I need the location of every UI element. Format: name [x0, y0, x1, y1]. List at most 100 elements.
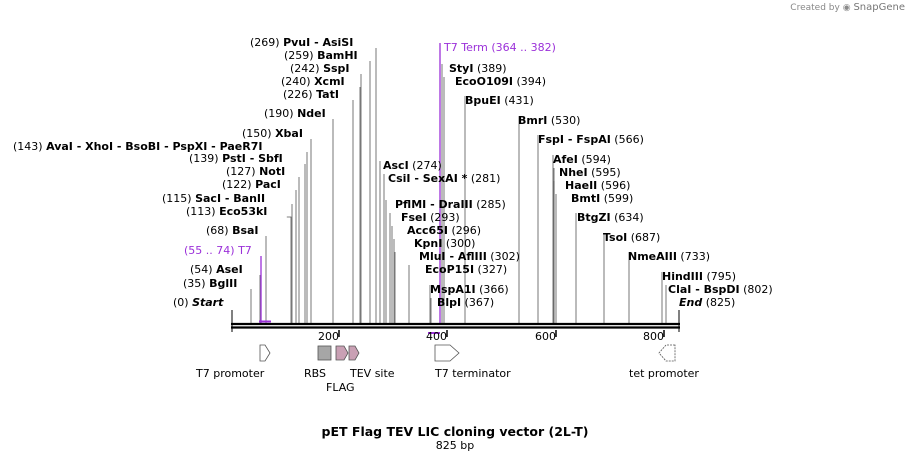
site-label-avai[interactable]: (143) AvaI - XhoI - BsoBI - PspXI - PaeR… [13, 140, 262, 153]
site-position-ecop15i: (327) [474, 263, 507, 276]
site-position-ndei: (190) [264, 107, 297, 120]
site-name-saci: SacI [195, 192, 221, 205]
site-label-hindiii[interactable]: HindIII (795) [662, 270, 736, 283]
ruler-label-200: 200 [318, 330, 339, 343]
site-position-xcmi: (240) [281, 75, 314, 88]
site-label-haeii[interactable]: HaeII (596) [565, 179, 630, 192]
credit-brand: SnapGene [853, 2, 905, 13]
site-label-csii[interactable]: CsiI - SexAI * (281) [388, 172, 500, 185]
site-label-blpi[interactable]: BlpI (367) [437, 296, 494, 309]
rbs-feature[interactable]: RBS [304, 345, 332, 380]
site-name-bsai: BsaI [232, 224, 258, 237]
site-isoschizomers-mlui: - AflIII [446, 250, 487, 263]
site-label-asei[interactable]: (54) AseI [190, 263, 243, 276]
tev-site-arrow-icon [348, 345, 360, 361]
site-label-styi[interactable]: StyI (389) [449, 62, 507, 75]
site-label-t7term[interactable]: T7 Term (364 .. 382) [443, 41, 556, 54]
site-position-ecoo109i: (394) [513, 75, 546, 88]
t7-promoter-feature[interactable]: T7 promoter [195, 344, 271, 380]
site-position-noti: (127) [226, 165, 259, 178]
site-label-kpni[interactable]: KpnI (300) [414, 237, 475, 250]
site-position-mspa1i: (366) [476, 283, 509, 296]
site-position-avai: (143) [13, 140, 46, 153]
t7-terminator-label: T7 terminator [434, 367, 511, 380]
site-label-noti[interactable]: (127) NotI [226, 165, 285, 178]
site-label-eco53ki[interactable]: (113) Eco53kI [186, 205, 267, 218]
site-name-xcmi: XcmI [314, 75, 345, 88]
site-label-paci[interactable]: (122) PacI [222, 178, 281, 191]
site-label-pvui[interactable]: (269) PvuI - AsiSI [250, 36, 353, 49]
site-name-t7term: T7 Term [443, 41, 488, 54]
site-label-xbai[interactable]: (150) XbaI [242, 127, 303, 140]
site-label-fsei[interactable]: FseI (293) [401, 211, 460, 224]
site-label-ecop15i[interactable]: EcoP15I (327) [425, 263, 507, 276]
site-label-bmti[interactable]: BmtI (599) [571, 192, 633, 205]
site-position-hindiii: (795) [703, 270, 736, 283]
site-position-pvui: (269) [250, 36, 283, 49]
snapgene-credit: Created by ◉ SnapGene [790, 2, 905, 13]
tet-promoter-feature[interactable]: tet promoter [629, 344, 699, 380]
site-name-asci: AscI [383, 159, 409, 172]
ruler: 200 400 600 800 [318, 330, 665, 343]
site-name-mspa1i: MspA1I [430, 283, 476, 296]
site-position-acc65i: (296) [448, 224, 481, 237]
site-label-start[interactable]: (0) Start [173, 296, 224, 309]
site-name-clai: ClaI [668, 283, 691, 296]
site-label-psti[interactable]: (139) PstI - SbfI [189, 152, 283, 165]
site-name-tsoi: TsoI [603, 231, 627, 244]
flag-label: FLAG [326, 381, 355, 394]
site-name-btgzi: BtgZI [577, 211, 611, 224]
site-label-nmeaiii[interactable]: NmeAIII (733) [628, 250, 710, 263]
flag-feature[interactable]: FLAG [326, 345, 355, 394]
credit-prefix: Created by [790, 3, 840, 13]
site-label-mlui[interactable]: MluI - AflIII (302) [419, 250, 520, 263]
restriction-site-labels: (0) Start (35) BglII(54) AseI (55 .. 74) T… [13, 36, 773, 309]
site-label-tati[interactable]: (226) TatI [283, 88, 339, 101]
site-label-afei[interactable]: AfeI (594) [553, 153, 611, 166]
t7-terminator-feature[interactable]: T7 terminator [434, 344, 511, 380]
site-label-bglii[interactable]: (35) BglII [183, 277, 237, 290]
site-name-haeii: HaeII [565, 179, 597, 192]
site-label-saci[interactable]: (115) SacI - BanII [162, 192, 265, 205]
site-name-afei: AfeI [553, 153, 578, 166]
site-label-pflmi[interactable]: PflMI - DraIII (285) [395, 198, 506, 211]
tev-site-feature[interactable]: TEV site [348, 345, 395, 380]
site-name-ndei: NdeI [297, 107, 326, 120]
site-name-pvui: PvuI [283, 36, 310, 49]
site-name-noti: NotI [259, 165, 285, 178]
site-label-ndei[interactable]: (190) NdeI [264, 107, 326, 120]
site-label-end[interactable]: End (825) [679, 296, 735, 309]
site-position-fsei: (293) [427, 211, 460, 224]
site-label-xcmi[interactable]: (240) XcmI [281, 75, 345, 88]
ruler-label-400: 400 [426, 330, 447, 343]
site-label-bsai[interactable]: (68) BsaI [206, 224, 259, 237]
site-name-sspi: SspI [323, 62, 349, 75]
site-position-tsoi: (687) [627, 231, 660, 244]
site-label-t7prom[interactable]: (55 .. 74) T7 [184, 244, 252, 257]
site-label-asci[interactable]: AscI (274) [383, 159, 442, 172]
map-length: 825 bp [436, 439, 474, 452]
site-name-acc65i: Acc65I [407, 224, 448, 237]
site-position-haeii: (596) [597, 179, 630, 192]
site-label-ecoo109i[interactable]: EcoO109I (394) [455, 75, 546, 88]
site-label-clai[interactable]: ClaI - BspDI (802) [668, 283, 773, 296]
site-label-acc65i[interactable]: Acc65I (296) [407, 224, 481, 237]
site-position-xbai: (150) [242, 127, 275, 140]
site-label-nhei[interactable]: NheI (595) [559, 166, 621, 179]
site-label-bpuei[interactable]: BpuEI (431) [465, 94, 534, 107]
site-label-btgzi[interactable]: BtgZI (634) [577, 211, 644, 224]
tet-promoter-label: tet promoter [629, 367, 699, 380]
site-position-blpi: (367) [461, 296, 494, 309]
site-name-ecoo109i: EcoO109I [455, 75, 513, 88]
site-position-sspi: (242) [290, 62, 323, 75]
site-isoschizomers-fspi: - FspAI [564, 133, 611, 146]
site-label-tsoi[interactable]: TsoI (687) [603, 231, 660, 244]
site-name-kpni: KpnI [414, 237, 442, 250]
site-label-bmri[interactable]: BmrI (530) [518, 114, 580, 127]
site-label-sspi[interactable]: (242) SspI [290, 62, 350, 75]
site-label-bamhi[interactable]: (259) BamHI [284, 49, 358, 62]
rbs-label: RBS [304, 367, 326, 380]
site-name-t7prom: T7 [237, 244, 252, 257]
site-label-mspa1i[interactable]: MspA1I (366) [430, 283, 509, 296]
site-label-fspi[interactable]: FspI - FspAI (566) [538, 133, 644, 146]
